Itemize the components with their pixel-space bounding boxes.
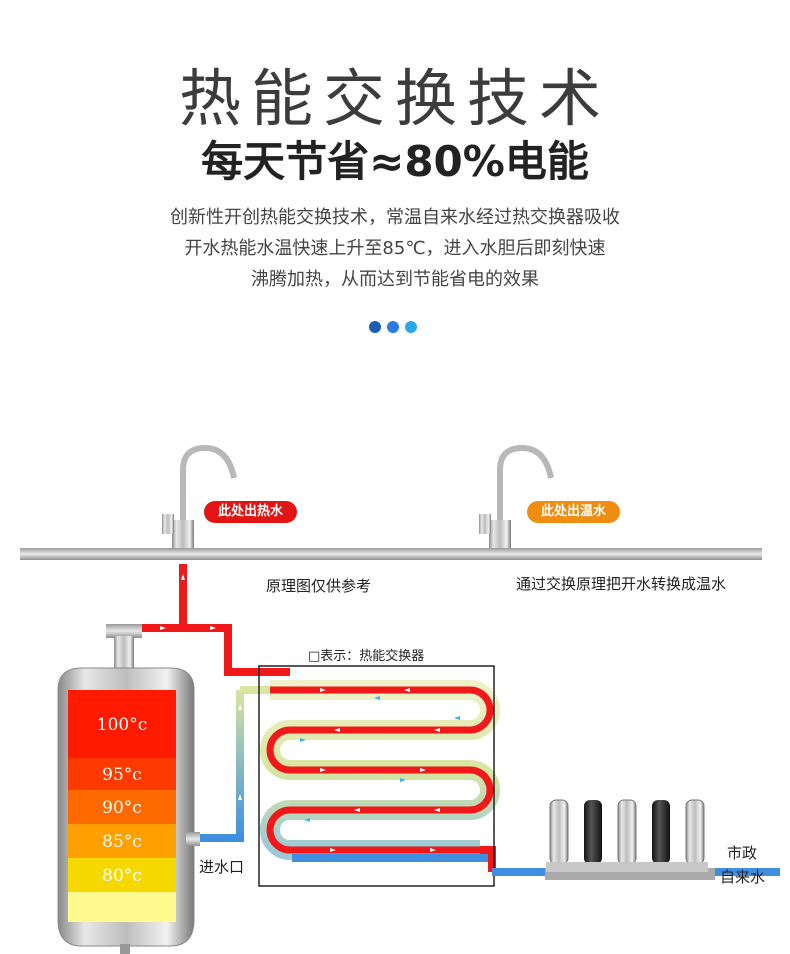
exchanger-hot-coil <box>266 686 494 854</box>
cold-flow-arrows <box>300 696 460 822</box>
tank-level-label: 100°c <box>97 715 147 735</box>
legend: □表示：热能交换器 <box>308 645 424 664</box>
tank-level-bands: 100°c 95°c 90°c 85°c 80°c <box>68 690 176 892</box>
description: 创新性开创热能交换技术，常温自来水经过热交换器吸收 开水热能水温快速上升至85℃… <box>0 202 790 295</box>
tank-bottom-band <box>68 892 176 922</box>
tank-level-label: 95°c <box>102 765 142 785</box>
inlet-pipe <box>196 690 244 842</box>
hot-pipe <box>179 564 290 676</box>
tank-level-label: 90°c <box>102 798 142 818</box>
tank-level-label: 80°c <box>102 866 142 886</box>
exchange-note: 通过交换原理把开水转换成温水 <box>516 575 727 593</box>
tank-level-label: 85°c <box>102 832 142 852</box>
tank-level-band <box>68 758 176 790</box>
city-water-label: 市政 <box>727 844 758 862</box>
legend-symbol: □ <box>308 649 321 664</box>
flow-arrows <box>160 574 502 852</box>
hot-outlet-label: 此处出热水 <box>204 501 298 523</box>
dot <box>387 321 399 333</box>
city-water-label: 自来水 <box>720 868 766 886</box>
water-filters <box>545 799 715 880</box>
pagination-dots <box>369 321 417 333</box>
tank-level-band <box>68 824 176 858</box>
description-line: 创新性开创热能交换技术，常温自来水经过热交换器吸收 <box>170 207 620 228</box>
warm-outlet-label: 此处出温水 <box>527 501 621 523</box>
tank-level-band <box>68 690 176 758</box>
subtitle: 每天节省≈80%电能 <box>201 137 589 186</box>
tank-level-band <box>68 790 176 824</box>
dot <box>405 321 417 333</box>
warm-faucet <box>479 444 554 548</box>
counter-top <box>20 548 762 560</box>
hot-faucet <box>162 444 237 548</box>
description-line: 沸腾加热，从而达到节能省电的效果 <box>251 269 539 290</box>
legend-text: 表示：热能交换器 <box>320 649 425 664</box>
tank-level-band <box>68 858 176 892</box>
main-title: 热能交换技术 <box>178 62 611 135</box>
description-line: 开水热能水温快速上升至85℃，进入水胆后即刻快速 <box>184 238 606 259</box>
exchanger-box <box>258 665 495 887</box>
dot <box>369 321 381 333</box>
inlet-label: 进水口 <box>199 858 245 876</box>
principle-note: 原理图仅供参考 <box>266 577 372 595</box>
